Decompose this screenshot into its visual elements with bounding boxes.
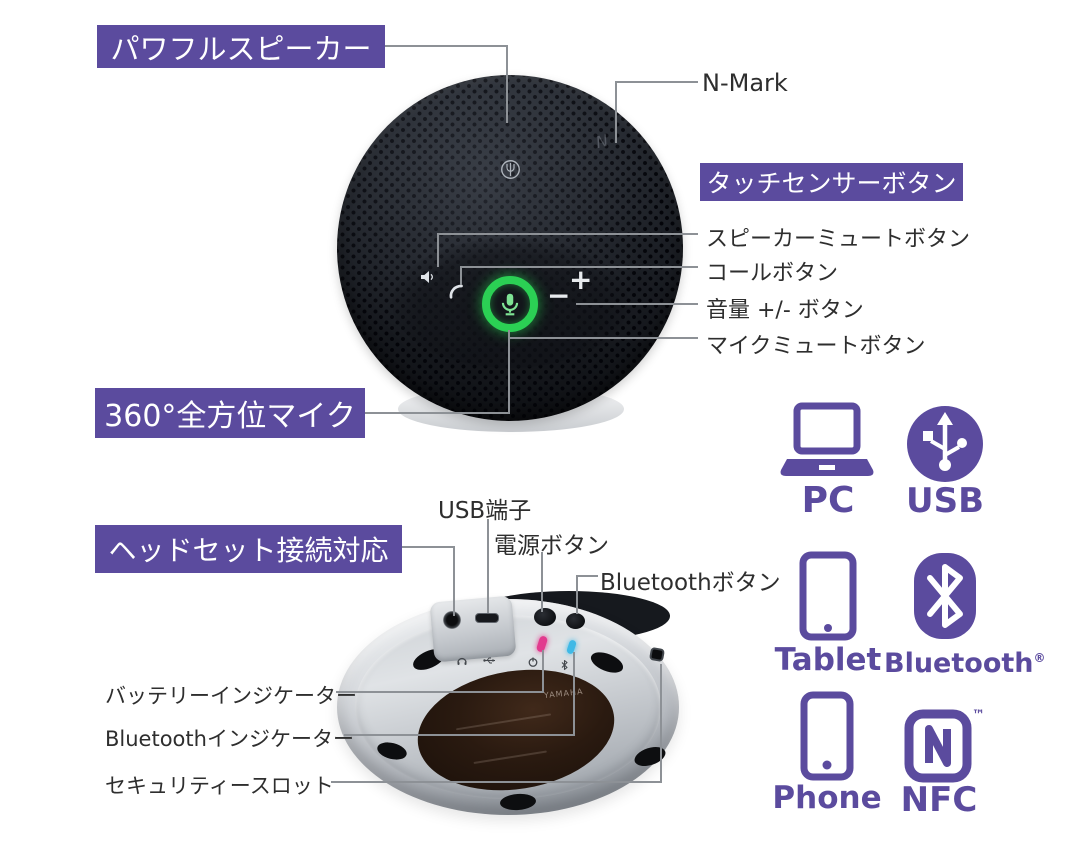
label-bluetooth-button: Bluetoothボタン <box>600 570 781 596</box>
leader-bluetooth-button <box>576 575 578 614</box>
connector-panel <box>429 595 517 663</box>
callout-powerful-speaker: パワフルスピーカー <box>97 25 385 68</box>
label-bluetooth-indicator: Bluetoothインジケーター <box>105 727 354 751</box>
phone-label: Phone <box>772 780 882 816</box>
leader-speaker-mute <box>437 233 698 235</box>
call-button-icon <box>448 283 466 305</box>
leader-battery-indicator <box>542 650 544 693</box>
label-volume-button: 音量 +/- ボタン <box>706 298 864 323</box>
callout-headset-support: ヘッドセット接続対応 <box>95 525 402 573</box>
power-print-icon <box>527 653 539 672</box>
leader-speaker-mute <box>437 233 439 267</box>
leader-mic-mute <box>508 337 698 339</box>
label-security-slot: セキュリティースロット <box>105 774 334 798</box>
label-battery-indicator: バッテリーインジケーター <box>105 684 357 708</box>
leader-n-mark <box>615 81 698 83</box>
mic-mute-button <box>482 276 538 332</box>
volume-plus-icon: + <box>569 263 593 296</box>
bluetooth-button <box>566 613 585 629</box>
tablet-icon <box>799 551 857 645</box>
phone-icon <box>800 691 854 785</box>
leader-bluetooth-button <box>576 575 598 577</box>
leader-security-slot <box>660 664 662 783</box>
brand-wordmark: YAMAHA <box>543 686 585 701</box>
security-slot <box>648 646 666 663</box>
yamaha-tuning-fork-logo-icon <box>500 159 521 180</box>
callout-touch-sensor-buttons: タッチセンサーボタン <box>700 163 963 201</box>
label-mic-mute-button: マイクミュートボタン <box>706 334 926 359</box>
label-n-mark: N-Mark <box>702 69 788 97</box>
leader-powerful-speaker <box>383 45 508 47</box>
leader-headset <box>453 546 455 616</box>
label-call-button: コールボタン <box>706 261 839 286</box>
pc-icon <box>780 402 874 486</box>
leader-power-button <box>541 552 543 612</box>
leader-volume <box>576 303 698 305</box>
label-power-button: 電源ボタン <box>494 533 609 559</box>
tablet-label: Tablet <box>774 642 882 678</box>
leader-bluetooth-indicator <box>573 652 575 736</box>
leader-call-button <box>460 266 462 285</box>
leader-usb-port <box>487 519 489 613</box>
leader-360-mic <box>364 412 510 414</box>
volume-minus-icon: − <box>547 279 571 312</box>
leader-security-slot <box>331 781 662 783</box>
bluetooth-icon <box>912 551 978 645</box>
trademark-mark: ™ <box>972 708 985 723</box>
pc-label: PC <box>801 480 855 521</box>
label-fine-print-line <box>456 713 552 731</box>
label-fine-print-line <box>473 750 547 765</box>
power-button <box>534 608 556 626</box>
headset-jack <box>443 611 461 629</box>
leader-headset <box>400 546 455 548</box>
microphone-icon <box>501 293 519 316</box>
usb-print-icon <box>483 651 496 670</box>
bluetooth-print-icon <box>560 656 569 675</box>
nfc-icon <box>903 709 973 787</box>
nfc-label: NFC <box>900 780 978 820</box>
label-usb-port: USB端子 <box>438 498 532 524</box>
leader-bluetooth-indicator <box>344 734 575 736</box>
leader-powerful-speaker <box>506 45 508 123</box>
leader-call-button <box>460 266 698 268</box>
registered-mark: ® <box>1033 651 1046 665</box>
usb-label: USB <box>905 481 984 521</box>
callout-360-mic: 360°全方位マイク <box>95 388 365 438</box>
speaker-mute-icon <box>419 269 435 289</box>
bluetooth-label: Bluetooth® <box>884 648 1046 679</box>
leader-mic <box>508 330 510 414</box>
headphone-print-icon <box>456 652 468 671</box>
micro-usb-port <box>475 613 499 623</box>
leader-n-mark <box>615 81 617 143</box>
usb-icon <box>906 405 984 487</box>
leader-battery-indicator <box>336 691 544 693</box>
label-speaker-mute-button: スピーカーミュートボタン <box>706 227 971 252</box>
